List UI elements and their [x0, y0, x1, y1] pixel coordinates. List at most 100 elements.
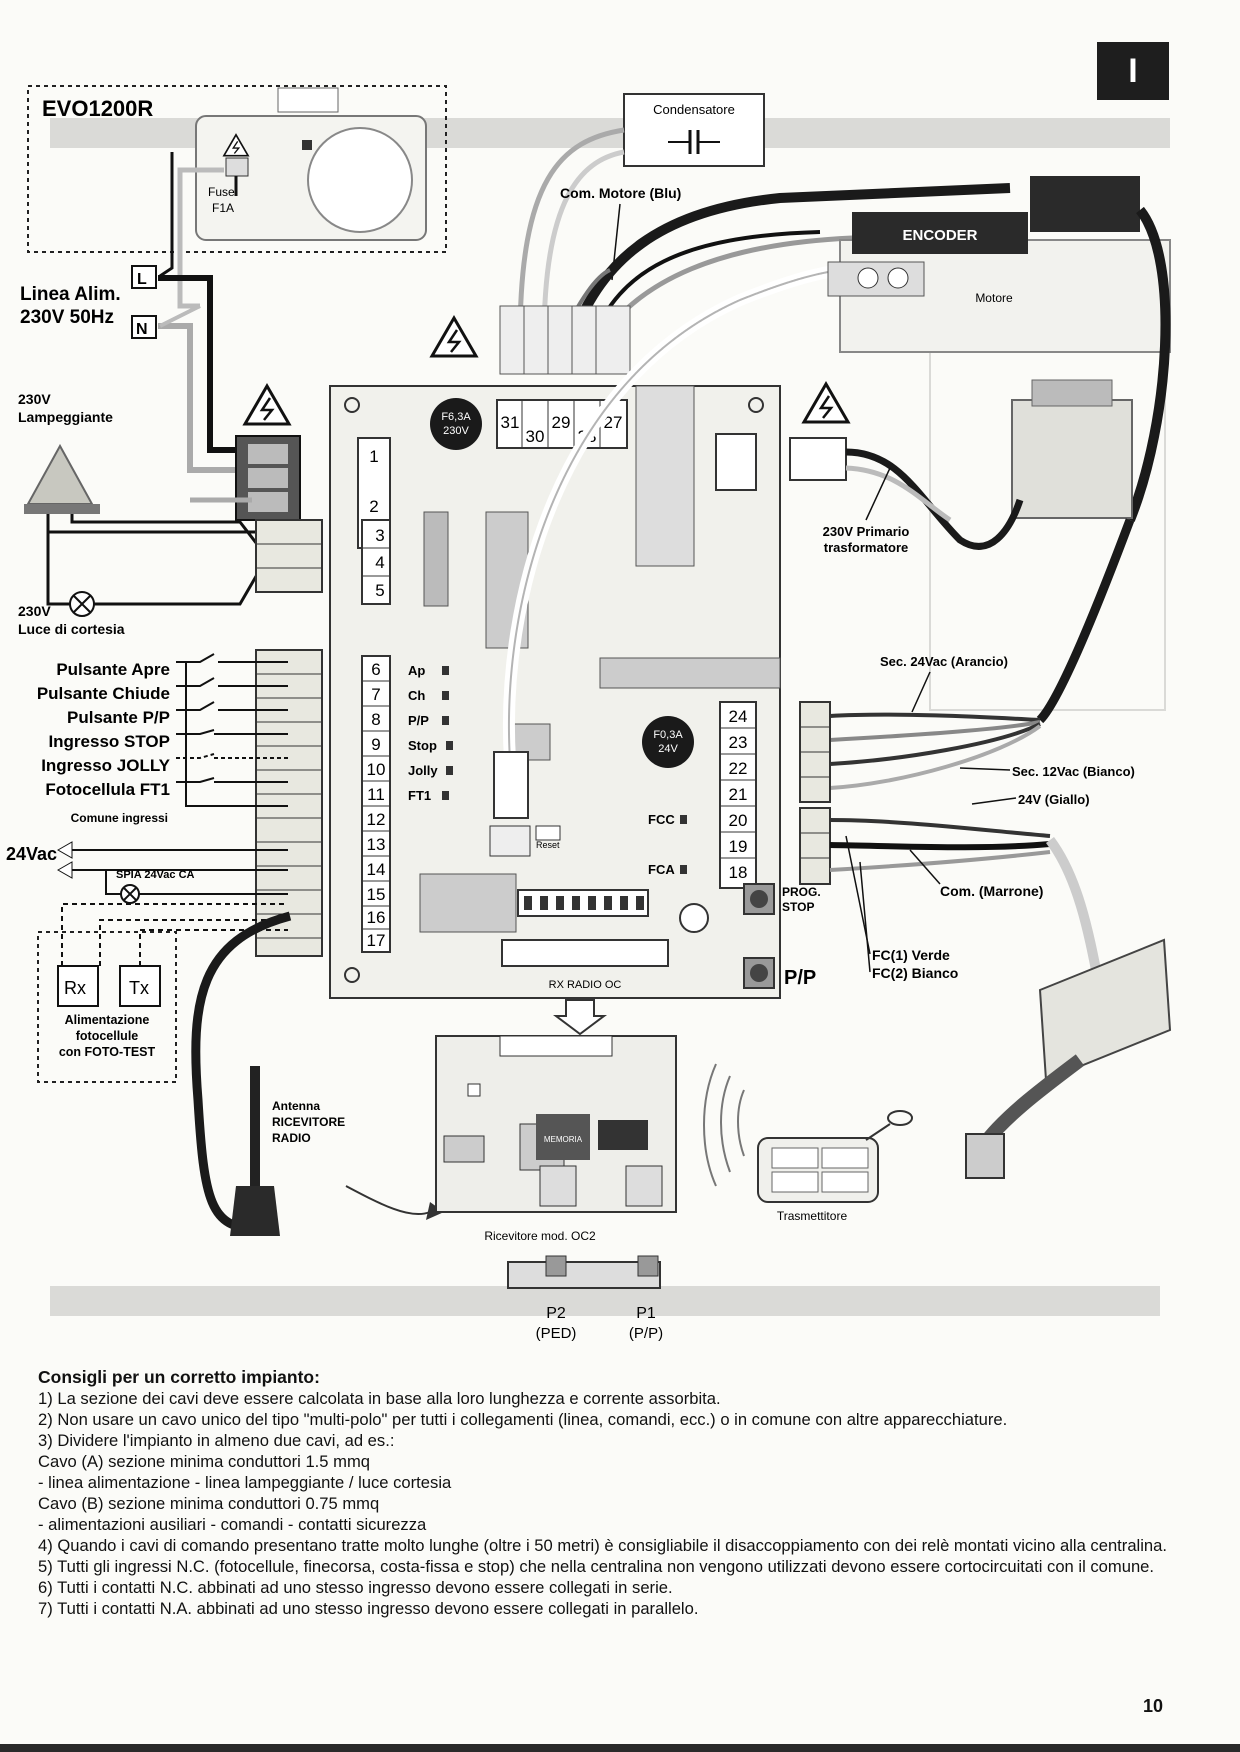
- installation-notes: Consigli per un corretto impianto: 1) La…: [38, 1367, 1168, 1619]
- antenna-label-2: RICEVITORE: [272, 1115, 345, 1129]
- terminal-strip-top: [255, 519, 323, 593]
- p2-sub: (PED): [536, 1325, 577, 1342]
- note-3: 3) Dividere l'impianto in almeno due cav…: [38, 1431, 395, 1450]
- p1-sub: (P/P): [629, 1325, 663, 1342]
- right-terminal-block: 24 23 22 21 20 19 18: [719, 701, 757, 889]
- note-7: 7) Tutti i contatti N.A. abbinati ad uno…: [38, 1599, 699, 1618]
- v24-label: 24V (Giallo): [1018, 792, 1090, 807]
- indicator-lamp-icon: [120, 884, 140, 904]
- transmitter-caption: Trasmettitore: [777, 1209, 848, 1223]
- limit-common-label: Com. (Marrone): [940, 883, 1043, 899]
- antenna: Antenna RICEVITORE RADIO: [191, 911, 444, 1236]
- prog-stop-button[interactable]: [743, 883, 775, 915]
- remote-control-icon: [757, 1110, 913, 1203]
- motor-cables: Com. Motore (Blu): [489, 183, 1011, 857]
- note-5: 5) Tutti gli ingressi N.C. (fotocellule,…: [38, 1557, 1155, 1576]
- note-3-cable-b-use: - alimentazioni ausiliari - comandi - co…: [38, 1515, 427, 1534]
- page-bottom-edge: [0, 1744, 1240, 1752]
- input-led-labels: Ap Ch P/P Stop Jolly FT1: [408, 663, 453, 803]
- terminal-20: 20: [729, 811, 748, 830]
- primary-label-1: 230V Primario: [823, 524, 910, 539]
- terminal-13: 13: [367, 835, 386, 854]
- terminal-11: 11: [367, 785, 385, 804]
- flasher-icon: [24, 443, 100, 514]
- terminal-l: L: [137, 271, 147, 288]
- input-labels: Pulsante Apre Pulsante Chiude Pulsante P…: [37, 660, 171, 825]
- p2-label: P2: [546, 1305, 566, 1322]
- terminal-8: 8: [371, 710, 380, 729]
- terminal-9: 9: [371, 735, 380, 754]
- dip-switch-bank[interactable]: [517, 889, 649, 917]
- model-label: EVO1200R: [42, 96, 153, 121]
- terminal-23: 23: [729, 733, 748, 752]
- note-3-cable-a-use: - linea alimentazione - linea lampeggian…: [38, 1473, 452, 1492]
- pp-button-label: P/P: [784, 967, 816, 989]
- input-close-button-label: Pulsante Chiude: [37, 684, 170, 703]
- p2-button[interactable]: [545, 1255, 567, 1277]
- supply-line: Linea Alim. 230V 50Hz L N: [20, 152, 252, 473]
- note-6: 6) Tutti i contatti N.C. abbinati ad uno…: [38, 1578, 673, 1597]
- main-fuse-voltage: 230V: [443, 425, 469, 437]
- led-jolly-label: Jolly: [408, 763, 438, 778]
- flasher-label-line2: Lampeggiante: [18, 409, 113, 425]
- receiver-caption: Ricevitore mod. OC2: [484, 1229, 596, 1243]
- antenna-label-3: RADIO: [272, 1131, 311, 1145]
- fc2-label: FC(2) Bianco: [872, 965, 958, 981]
- sec24-label: Sec. 24Vac (Arancio): [880, 654, 1008, 669]
- input-pp-button-label: Pulsante P/P: [67, 708, 170, 727]
- fca-label: FCA: [648, 862, 675, 877]
- motor-common-label: Com. Motore (Blu): [560, 185, 681, 201]
- terminal-27: 27: [604, 413, 623, 432]
- fcc-label: FCC: [648, 812, 675, 827]
- courtesy-label-line1: 230V: [18, 603, 51, 619]
- terminal-24: 24: [729, 707, 748, 726]
- terminal-2: 2: [369, 497, 378, 516]
- prog-label-2: STOP: [782, 900, 814, 914]
- high-voltage-warning-icon-top: [430, 316, 478, 358]
- trimmer-icon[interactable]: [679, 903, 709, 933]
- led-stop-label: Stop: [408, 738, 437, 753]
- courtesy-light: 230V Luce di cortesia: [18, 532, 288, 637]
- terminal-10: 10: [367, 760, 386, 779]
- fc1-label: FC(1) Verde: [872, 947, 950, 963]
- pp-button[interactable]: [743, 957, 775, 989]
- motor-label: Motore: [975, 291, 1013, 305]
- note-2: 2) Non usare un cavo unico del tipo "mul…: [38, 1410, 1008, 1429]
- limit-switch: Com. (Marrone) FC(1) Verde FC(2) Bianco: [799, 807, 1172, 1179]
- terminal-31: 31: [501, 413, 520, 432]
- input-jolly-label: Ingresso JOLLY: [41, 756, 170, 775]
- antenna-icon: [230, 1186, 280, 1236]
- lamp-icon: [69, 591, 95, 617]
- power-panel: EVO1200R Fuse F1A: [27, 85, 447, 309]
- input-open-button-label: Pulsante Apre: [56, 660, 170, 679]
- terminal-12: 12: [367, 810, 386, 829]
- note-4: 4) Quando i cavi di comando presentano t…: [38, 1536, 1167, 1555]
- aux-fuse-rating: F0,3A: [653, 729, 683, 741]
- aux-fuse-voltage: 24V: [658, 743, 678, 755]
- terminal-30: 30: [526, 427, 545, 446]
- terminal-7: 7: [371, 685, 380, 704]
- note-3-cable-b: Cavo (B) sezione minima conduttori 0.75 …: [38, 1494, 380, 1513]
- note-1: 1) La sezione dei cavi deve essere calco…: [38, 1389, 721, 1408]
- terminal-5: 5: [375, 581, 384, 600]
- terminal-29: 29: [552, 413, 571, 432]
- page-number: 10: [1143, 1696, 1164, 1716]
- led-ap-label: Ap: [408, 663, 425, 678]
- flasher-label-line1: 230V: [18, 391, 51, 407]
- p1-button[interactable]: [637, 1255, 659, 1277]
- terminal-3: 3: [375, 526, 384, 545]
- transmitter: Trasmettitore: [703, 1063, 913, 1223]
- high-voltage-warning-icon-left: [243, 384, 291, 426]
- input-photocell-label: Fotocellula FT1: [45, 780, 170, 799]
- terminal-4: 4: [375, 553, 384, 572]
- radio-slot-label: RX RADIO OC: [549, 979, 622, 991]
- terminal-19: 19: [729, 837, 748, 856]
- terminal-1: 1: [369, 447, 378, 466]
- left-terminal-block: 1 2 3 4 5 6 7 8 9 10 11 12 13 14 15 16 1…: [357, 437, 391, 953]
- wiring-diagram: EVO1200R Fuse F1A Linea Alim. 230V 50Hz …: [6, 85, 1172, 1342]
- main-fuse-icon: F6,3A 230V: [430, 398, 482, 450]
- reset-label: Reset: [536, 840, 560, 850]
- photocell-tx-label: Tx: [129, 978, 149, 998]
- led-ch-label: Ch: [408, 688, 425, 703]
- encoder-label: ENCODER: [902, 227, 977, 244]
